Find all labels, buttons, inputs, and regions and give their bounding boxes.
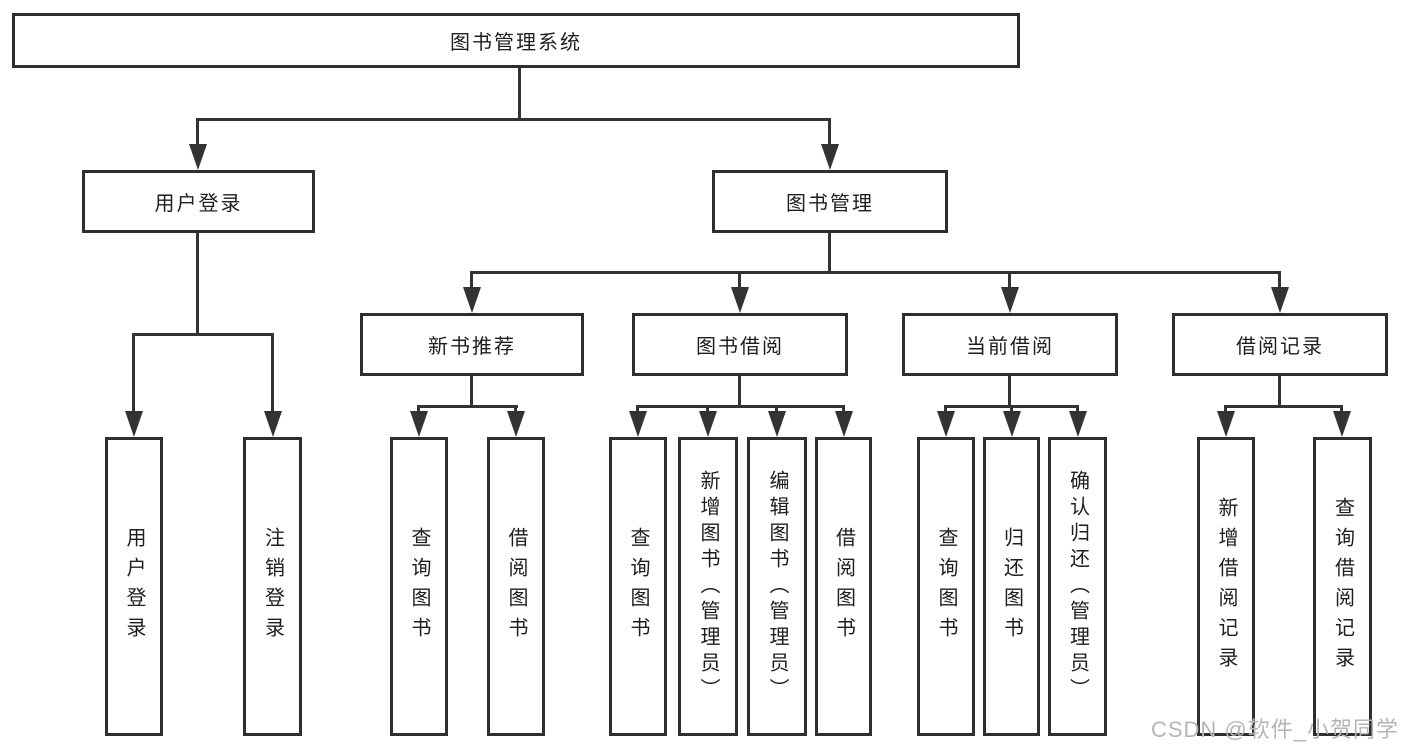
connector-drop-leaf [1076, 405, 1079, 415]
arrow-down-icon [1271, 287, 1289, 313]
arrow-down-icon [1069, 411, 1087, 437]
connector-drop-level3 [1008, 271, 1011, 291]
connector-drop-leaf [842, 405, 845, 415]
arrow-down-icon [125, 411, 143, 437]
node-borrow-records: 借阅记录 [1172, 313, 1388, 376]
leaf-add-borrow-record: 新增借阅记录 [1197, 437, 1255, 736]
node-borrow-records-label: 借阅记录 [1236, 336, 1324, 358]
leaf-query-books-borrow: 查询图书 [609, 437, 667, 736]
arrow-down-icon [629, 411, 647, 437]
leaf-return-books-label: 归还图书 [1000, 526, 1023, 647]
connector-book-management-stem [828, 233, 831, 273]
connector-drop-leaf [132, 333, 135, 413]
connector-drop-leaf [1224, 405, 1227, 415]
arrow-down-icon [410, 411, 428, 437]
node-user-login: 用户登录 [82, 170, 315, 233]
connector-drop-leaf [706, 405, 709, 415]
arrow-down-icon [768, 411, 786, 437]
connector-borrow-rail [636, 405, 845, 408]
arrow-down-icon [821, 144, 839, 170]
arrow-down-icon [1003, 411, 1021, 437]
connector-drop-leaf [944, 405, 947, 415]
arrow-down-icon [937, 411, 955, 437]
connector-recommend-rail [417, 405, 518, 408]
node-new-book-recommend-label: 新书推荐 [428, 336, 516, 358]
arrow-down-icon [507, 411, 525, 437]
arrow-down-icon [463, 287, 481, 313]
leaf-query-books-current-label: 查询图书 [935, 526, 957, 647]
node-book-borrow: 图书借阅 [632, 313, 848, 376]
arrow-down-icon [835, 411, 853, 437]
leaf-edit-books-admin: 编辑图书（管理员） [747, 437, 807, 736]
leaf-user-login: 用户登录 [105, 437, 163, 736]
node-current-borrow: 当前借阅 [902, 313, 1118, 376]
arrow-down-icon [1001, 287, 1019, 313]
connector-drop-leaf [417, 405, 420, 415]
connector-drop-leaf [514, 405, 517, 415]
leaf-query-books-recommend-label: 查询图书 [408, 526, 430, 647]
connector-recommend-stem [470, 376, 473, 408]
leaf-query-books-borrow-label: 查询图书 [627, 526, 649, 647]
node-user-login-label: 用户登录 [154, 193, 243, 215]
connector-drop-level3 [470, 271, 473, 291]
leaf-logout-label: 注销登录 [261, 526, 284, 647]
connector-user-login-stem [196, 233, 199, 335]
connector-current-stem [1008, 376, 1011, 408]
node-root: 图书管理系统 [12, 13, 1020, 68]
connector-drop-level3 [1278, 271, 1281, 291]
connector-drop-user-login [196, 118, 199, 148]
leaf-confirm-return-admin: 确认归还（管理员） [1048, 437, 1107, 736]
arrow-down-icon [699, 411, 717, 437]
connector-drop-leaf [1010, 405, 1013, 415]
leaf-query-borrow-record-label: 查询借阅记录 [1331, 496, 1354, 677]
node-book-borrow-label: 图书借阅 [696, 336, 784, 358]
leaf-borrow-books-recommend: 借阅图书 [487, 437, 545, 736]
connector-records-rail [1224, 405, 1343, 408]
node-new-book-recommend: 新书推荐 [360, 313, 584, 376]
leaf-query-books-current: 查询图书 [917, 437, 975, 736]
watermark: CSDN @软件_小贺同学 [1150, 717, 1399, 742]
arrow-down-icon [1333, 411, 1351, 437]
connector-drop-leaf [636, 405, 639, 415]
leaf-query-books-recommend: 查询图书 [390, 437, 448, 736]
leaf-edit-books-admin-label: 编辑图书（管理员） [766, 469, 788, 704]
node-root-label: 图书管理系统 [450, 32, 582, 54]
node-current-borrow-label: 当前借阅 [966, 336, 1054, 358]
leaf-borrow-books: 借阅图书 [815, 437, 872, 736]
arrow-down-icon [731, 287, 749, 313]
connector-root-stem [518, 68, 521, 120]
leaf-add-borrow-record-label: 新增借阅记录 [1215, 496, 1237, 677]
leaf-logout: 注销登录 [243, 437, 302, 736]
connector-drop-leaf [1340, 405, 1343, 415]
connector-login-rail [132, 333, 274, 336]
leaf-borrow-books-recommend-label: 借阅图书 [505, 526, 527, 647]
leaf-add-books-admin-label: 新增图书（管理员） [697, 469, 719, 704]
connector-level3-rail [470, 271, 1281, 274]
leaf-user-login-label: 用户登录 [123, 526, 145, 647]
connector-drop-book-management [828, 118, 831, 148]
connector-drop-leaf [775, 405, 778, 415]
connector-borrow-stem [738, 376, 741, 408]
connector-drop-leaf [271, 333, 274, 413]
node-book-management: 图书管理 [712, 170, 948, 233]
leaf-confirm-return-admin-label: 确认归还（管理员） [1066, 469, 1089, 704]
leaf-query-borrow-record: 查询借阅记录 [1313, 437, 1372, 736]
arrow-down-icon [1217, 411, 1235, 437]
leaf-borrow-books-label: 借阅图书 [832, 526, 855, 647]
leaf-return-books: 归还图书 [983, 437, 1040, 736]
node-book-management-label: 图书管理 [786, 193, 874, 215]
connector-level2-rail [196, 118, 831, 121]
connector-drop-level3 [738, 271, 741, 291]
connector-records-stem [1278, 376, 1281, 408]
leaf-add-books-admin: 新增图书（管理员） [678, 437, 738, 736]
arrow-down-icon [264, 411, 282, 437]
arrow-down-icon [189, 144, 207, 170]
